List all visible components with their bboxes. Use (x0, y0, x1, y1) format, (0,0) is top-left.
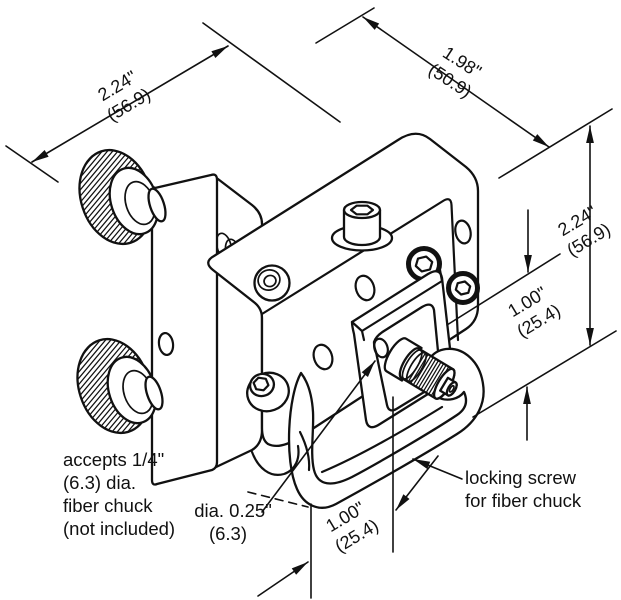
extension-line (472, 330, 617, 418)
button-screw (253, 264, 291, 302)
cap-screw (330, 200, 394, 252)
clamp-left-lobe (250, 444, 300, 476)
accepts-note-line4: (not included) (63, 518, 175, 539)
extension-line (5, 145, 59, 183)
plate-hole (157, 331, 175, 357)
through-hole (354, 274, 376, 302)
hex-set-screw-2 (446, 271, 480, 305)
accepts-note-line2: (6.3) dia. (63, 472, 136, 493)
dimension-line (362, 16, 550, 148)
extension-line (446, 253, 561, 326)
dimension-height: 2.24" (56.9) (472, 125, 617, 418)
chuck-collar (383, 337, 423, 382)
leader-line (261, 360, 376, 513)
extension-line (202, 22, 341, 123)
mounting-flange (212, 174, 264, 470)
dimension-line (31, 45, 229, 163)
socket-screw (246, 371, 290, 413)
locking-screw-callout: locking screw for fiber chuck (412, 458, 582, 511)
boss-hole (373, 337, 389, 359)
locking-note-line1: locking screw (465, 467, 577, 488)
accepts-note-line1: accepts 1/4" (63, 449, 164, 470)
hex-socket (349, 204, 375, 216)
diameter-note-line1: dia. 0.25" (194, 500, 272, 521)
front-top-edge (260, 198, 460, 342)
extension-line (498, 108, 613, 179)
mount-body (207, 132, 480, 447)
dimension-arrowheads (32, 17, 594, 575)
accepts-note-line3: fiber chuck (63, 495, 153, 516)
diameter-callout: dia. 0.25" (6.3) (194, 360, 376, 544)
accepts-note: accepts 1/4" (6.3) dia. fiber chuck (not… (63, 449, 175, 539)
dimension-depth: 2.24" (56.9) (5, 22, 341, 183)
locking-note-line2: for fiber chuck (465, 490, 582, 511)
diameter-note-line2: (6.3) (209, 523, 247, 544)
side-hole (454, 219, 472, 245)
body-silhouette (207, 132, 480, 447)
fiber-chuck-barrel (383, 337, 458, 400)
extension-line (315, 7, 375, 44)
through-hole (312, 343, 334, 371)
dimension-width: 1.98" (50.9) (315, 7, 613, 179)
hidden-edge-dashed (247, 491, 309, 508)
